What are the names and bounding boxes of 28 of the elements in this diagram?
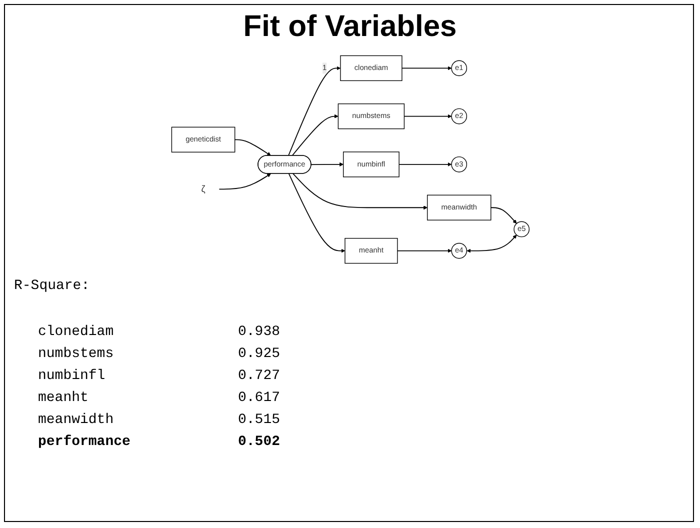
arrow xyxy=(291,114,338,156)
variable-name: numbinfl xyxy=(38,368,106,384)
arrow xyxy=(218,173,271,190)
table-heading: R-Square: xyxy=(14,278,90,294)
arrow xyxy=(288,173,345,253)
variable-name: numbstems xyxy=(38,346,115,362)
variable-name: meanwidth xyxy=(38,412,115,428)
arrow xyxy=(403,114,452,118)
r-square-value: 0.617 xyxy=(238,390,280,406)
arrow xyxy=(490,207,516,224)
variable-name: meanht xyxy=(38,390,90,406)
arrow xyxy=(396,248,452,253)
r-square-value: 0.925 xyxy=(238,346,280,362)
node-text: ζ xyxy=(200,184,205,194)
arrow xyxy=(401,66,452,70)
arrow xyxy=(292,173,428,210)
arrow xyxy=(234,139,271,156)
arrow xyxy=(288,66,340,156)
r-square-value: 0.938 xyxy=(238,324,280,340)
title: Fit of Variables xyxy=(242,10,458,44)
r-square-value: 0.502 xyxy=(238,434,280,450)
variable-name: clonediam xyxy=(38,324,115,340)
r-square-value: 0.515 xyxy=(238,412,280,428)
arrow xyxy=(310,162,344,166)
variable-name: performance xyxy=(38,434,132,450)
arrow xyxy=(466,234,516,253)
r-square-value: 0.727 xyxy=(238,368,280,384)
arrow xyxy=(398,162,452,166)
